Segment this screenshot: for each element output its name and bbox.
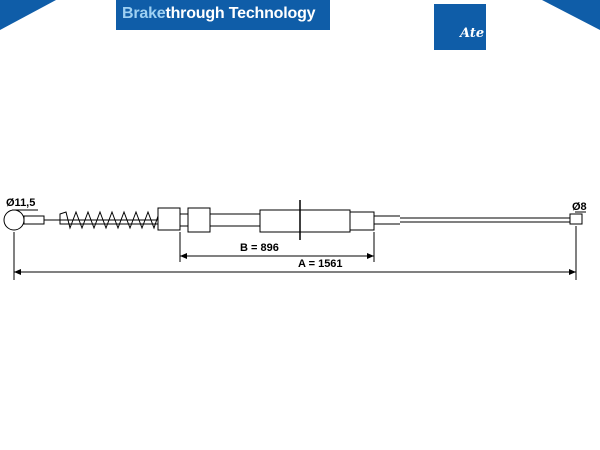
header-slant-left (0, 0, 56, 30)
diameter-right-label: Ø8 (572, 201, 587, 213)
ball-end-left (3, 209, 25, 231)
nipple-right (569, 213, 583, 225)
header-slant-right (542, 0, 600, 30)
brand-title: Brakethrough Technology (122, 5, 316, 23)
mounting-sleeve (259, 209, 351, 233)
brand-title-part1: Brake (122, 5, 166, 22)
brand-banner (116, 0, 330, 30)
diameter-left-label: Ø11,5 (6, 197, 35, 209)
dim-b-label: B = 896 (240, 242, 279, 254)
adjuster-sleeve (157, 207, 181, 231)
adjuster-collar (179, 213, 189, 227)
bellows-boot (59, 210, 159, 230)
ate-logo-text: Ate (460, 26, 485, 41)
end-fitting-left (23, 215, 45, 225)
brand-title-part2: through Technology (165, 5, 316, 22)
dim-a-label: A = 1561 (298, 258, 343, 270)
end-ferrule (349, 211, 375, 231)
ate-logo (434, 4, 486, 50)
adjuster-nut (187, 207, 211, 233)
